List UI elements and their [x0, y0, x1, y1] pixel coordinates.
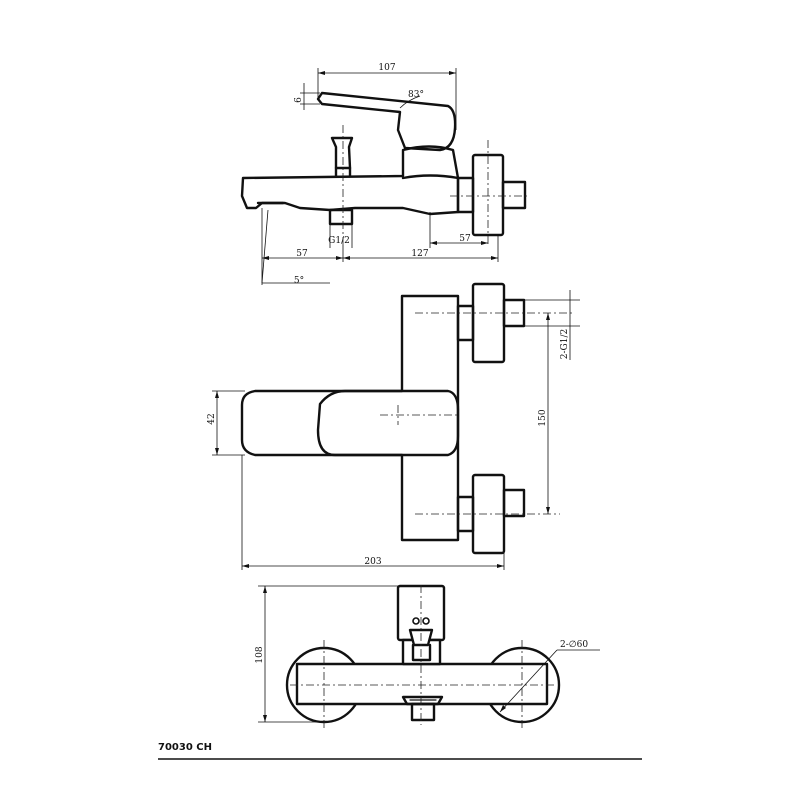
dim-lever-thickness: 6	[294, 97, 304, 103]
diverter-knob	[330, 136, 354, 170]
dim-overall-length: 107	[378, 63, 395, 73]
spout-opening	[401, 695, 444, 706]
dim-spout-angle: 5°	[294, 276, 304, 286]
upper-flange	[471, 282, 506, 364]
dim-inlet-thread: 2-G1/2	[560, 329, 570, 359]
body-top-outline	[240, 294, 460, 542]
lever-outline	[316, 91, 457, 152]
top-view: 2-G1/2 150 42 203	[207, 282, 580, 570]
dim-body-rear: 57	[459, 234, 471, 244]
handle-top	[316, 389, 460, 457]
dim-lever-angle: 83°	[408, 90, 424, 100]
title-block: 70030 CH	[158, 742, 642, 760]
dim-height: 108	[255, 646, 265, 663]
dim-spout-to-outlet: 127	[411, 249, 428, 259]
dim-handle-width: 42	[207, 413, 217, 424]
outlet-connector	[328, 208, 354, 226]
model-code: 70030 CH	[158, 742, 212, 753]
dim-outlet-thread: G1/2	[328, 236, 350, 246]
dim-spout-front: 57	[296, 249, 308, 259]
dim-overall-width: 203	[364, 557, 381, 567]
dim-inlet-spacing: 150	[538, 409, 548, 426]
dim-flange-diameter: 2-∅60	[560, 640, 588, 650]
side-view: 107 6 83° G1/2 57 57 127 5°	[240, 63, 530, 286]
front-view: 2-∅60 108	[255, 584, 600, 730]
inlet-nut	[501, 180, 527, 210]
